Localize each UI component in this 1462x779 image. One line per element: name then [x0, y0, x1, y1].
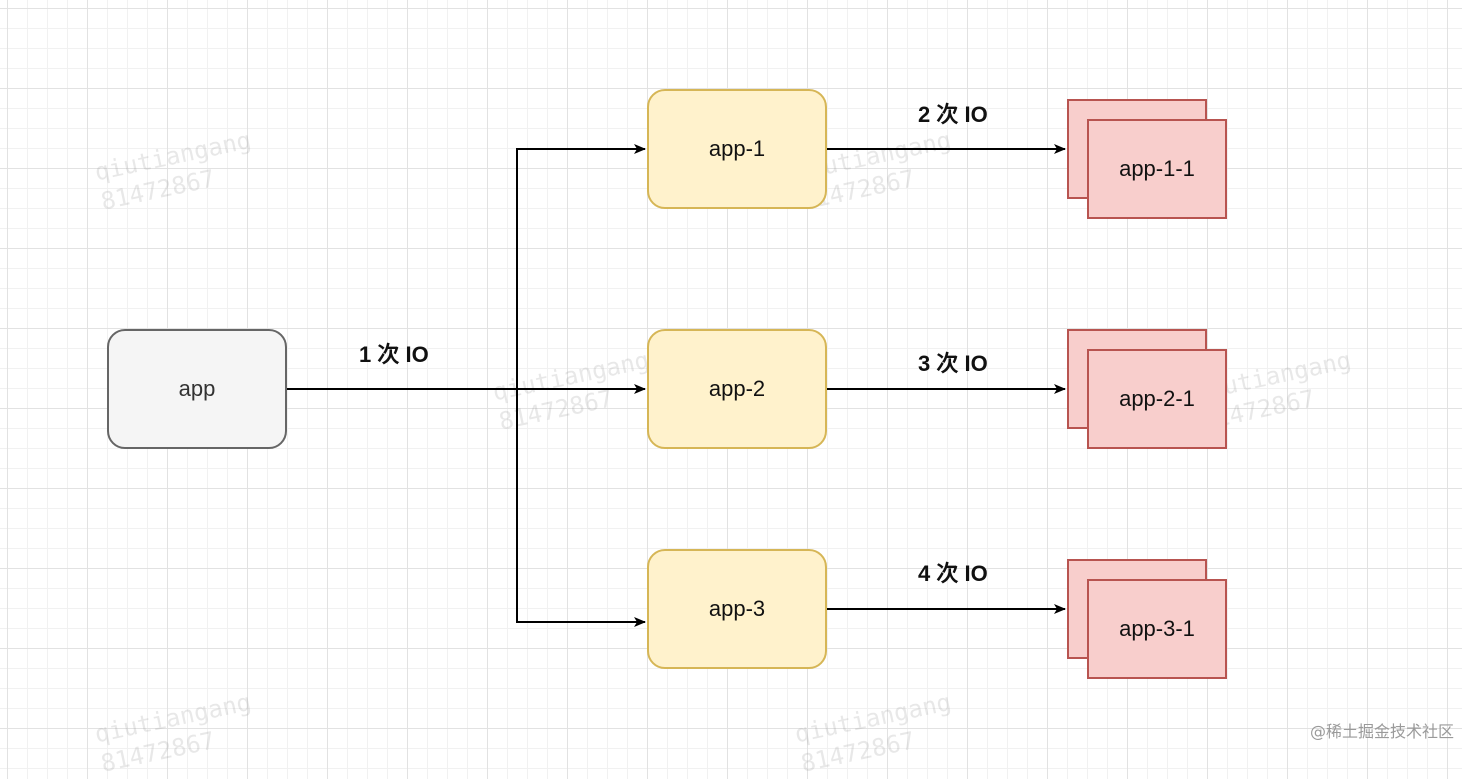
node-label: app-2 — [708, 376, 766, 401]
credit-watermark: @稀土掘金技术社区 — [1309, 722, 1454, 741]
stack-front: app-2-1 — [1087, 349, 1227, 449]
node-app-2[interactable]: app-2 — [647, 329, 827, 449]
edge-label-1-io: 1 次 IO — [359, 342, 429, 367]
stack-front: app-1-1 — [1087, 119, 1227, 219]
stack-front: app-3-1 — [1087, 579, 1227, 679]
edge-label-4-io: 4 次 IO — [918, 561, 988, 586]
diagram-canvas: qiutiangang 81472867 qiutiangang 8147286… — [92, 89, 1454, 778]
edge-app-to-app-1 — [516, 144, 646, 389]
node-label: app-1-1 — [1119, 156, 1195, 181]
node-app-1[interactable]: app-1 — [647, 89, 827, 209]
edges-layer — [287, 144, 1066, 627]
edge-label-3-io: 3 次 IO — [918, 351, 988, 376]
node-app-3-1[interactable]: app-3-1 — [1067, 559, 1227, 679]
node-app-2-1[interactable]: app-2-1 — [1067, 329, 1227, 449]
edge-app-to-app-3 — [516, 389, 646, 627]
edge-label-2-io: 2 次 IO — [918, 102, 988, 127]
node-label: app-1 — [708, 136, 766, 161]
node-app-1-1[interactable]: app-1-1 — [1067, 99, 1227, 219]
node-app-3[interactable]: app-3 — [647, 549, 827, 669]
node-label: app-2-1 — [1119, 386, 1195, 411]
node-label: app-3 — [708, 596, 766, 621]
node-label: app — [178, 376, 216, 401]
node-label: app-3-1 — [1119, 616, 1195, 641]
node-app[interactable]: app — [107, 329, 287, 449]
